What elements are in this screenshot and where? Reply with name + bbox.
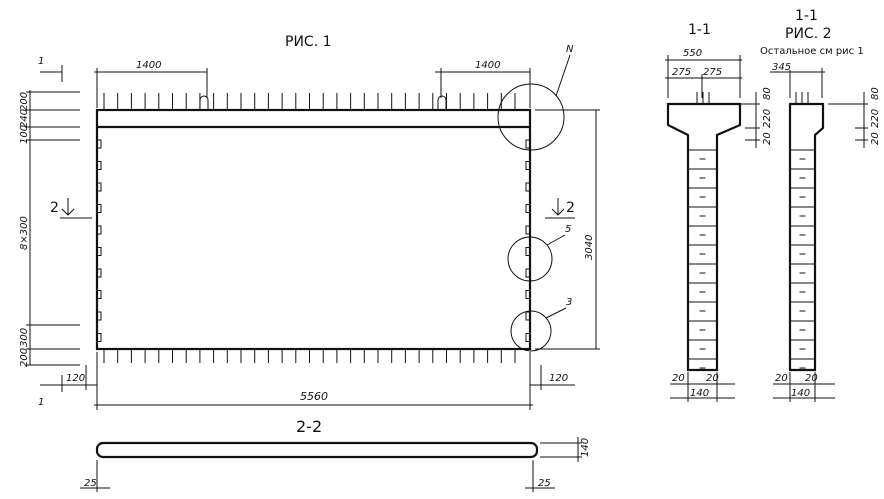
lifting-loop-left (199, 95, 209, 110)
section11b-dim-20: 20 (870, 132, 881, 145)
node-circle-n (497, 83, 565, 151)
section11a-dim-140: 140 (690, 388, 709, 399)
section11b-dim-20-left: 20 (775, 373, 788, 384)
dim-left-3: 8×300 (19, 216, 30, 250)
section11a-dim-20: 20 (762, 132, 773, 145)
left-notch (97, 247, 102, 256)
section11b-profile (788, 102, 825, 372)
dim-left-2: 100 (19, 125, 30, 144)
section22-title: 2-2 (296, 417, 322, 436)
right-notch (525, 161, 530, 170)
right-notch (525, 225, 530, 235)
section11a-dim-80: 80 (762, 87, 773, 100)
right-notch (525, 268, 530, 278)
section-mark-1-top: 1 (38, 56, 44, 67)
left-notch (97, 139, 102, 149)
section11a-dim-220: 220 (762, 109, 773, 128)
node-circle-5 (507, 236, 553, 282)
section22-dim-25-left: 25 (84, 478, 97, 489)
dim-120-right: 120 (549, 373, 568, 384)
left-notch (97, 225, 102, 235)
section-mark-1-bottom: 1 (38, 397, 44, 408)
panel-pins (97, 93, 530, 363)
section11a-dim-275-left: 275 (672, 67, 691, 78)
section11b-dim-220: 220 (870, 109, 881, 128)
section-mark-2-right: 2 (566, 200, 575, 216)
fig2-title: РИС. 2 (785, 26, 832, 42)
dim-left-5: 200 (19, 348, 30, 367)
dim-120-left: 120 (66, 373, 85, 384)
node-label-n: N (566, 44, 574, 55)
section11a-dim-20-left: 20 (672, 373, 685, 384)
right-notch (525, 290, 530, 299)
section11b-dim-20-right: 20 (805, 373, 818, 384)
section11b-title: 1-1 (795, 8, 818, 24)
right-notch (525, 139, 530, 149)
section11a-title: 1-1 (688, 22, 711, 38)
node-label-5: 5 (565, 224, 571, 235)
left-notch (97, 161, 102, 170)
left-notch (97, 204, 102, 213)
section11a-profile (666, 102, 742, 372)
right-notch (525, 311, 530, 321)
fig2-note: Остальное см рис 1 (760, 46, 864, 57)
section11a-dim-550: 550 (683, 48, 702, 59)
dim-1400-left: 1400 (136, 60, 161, 71)
dim-left-0: 200 (19, 92, 30, 111)
section22-slab (95, 441, 539, 459)
right-notch (525, 333, 530, 342)
section11b-dim-345: 345 (772, 62, 791, 73)
section11b-dim-140: 140 (791, 388, 810, 399)
fig1-title: РИС. 1 (285, 34, 332, 50)
section-mark-2-left: 2 (50, 200, 59, 216)
dim-5560: 5560 (300, 390, 328, 403)
left-notch (97, 311, 102, 321)
section22-dim-25-right: 25 (538, 478, 551, 489)
dim-left-4: 300 (19, 328, 30, 347)
left-notch (97, 182, 102, 192)
section22-dim-140: 140 (580, 438, 591, 457)
right-notch (525, 247, 530, 256)
wall-panel (95, 108, 532, 351)
section11a-dim-20-right: 20 (706, 373, 719, 384)
node-label-3: 3 (566, 297, 572, 308)
lifting-loop-right (437, 95, 447, 110)
node-circle-3 (510, 310, 552, 352)
section11a-dim-275-right: 275 (703, 67, 722, 78)
section11b-dim-80: 80 (870, 87, 881, 100)
dim-left-1: 240 (19, 109, 30, 128)
dim-3040: 3040 (584, 235, 595, 260)
right-notch (525, 204, 530, 213)
left-notch (97, 333, 102, 342)
right-notch (525, 182, 530, 192)
left-notch (97, 268, 102, 278)
left-notch (97, 290, 102, 299)
dim-1400-right: 1400 (475, 60, 500, 71)
